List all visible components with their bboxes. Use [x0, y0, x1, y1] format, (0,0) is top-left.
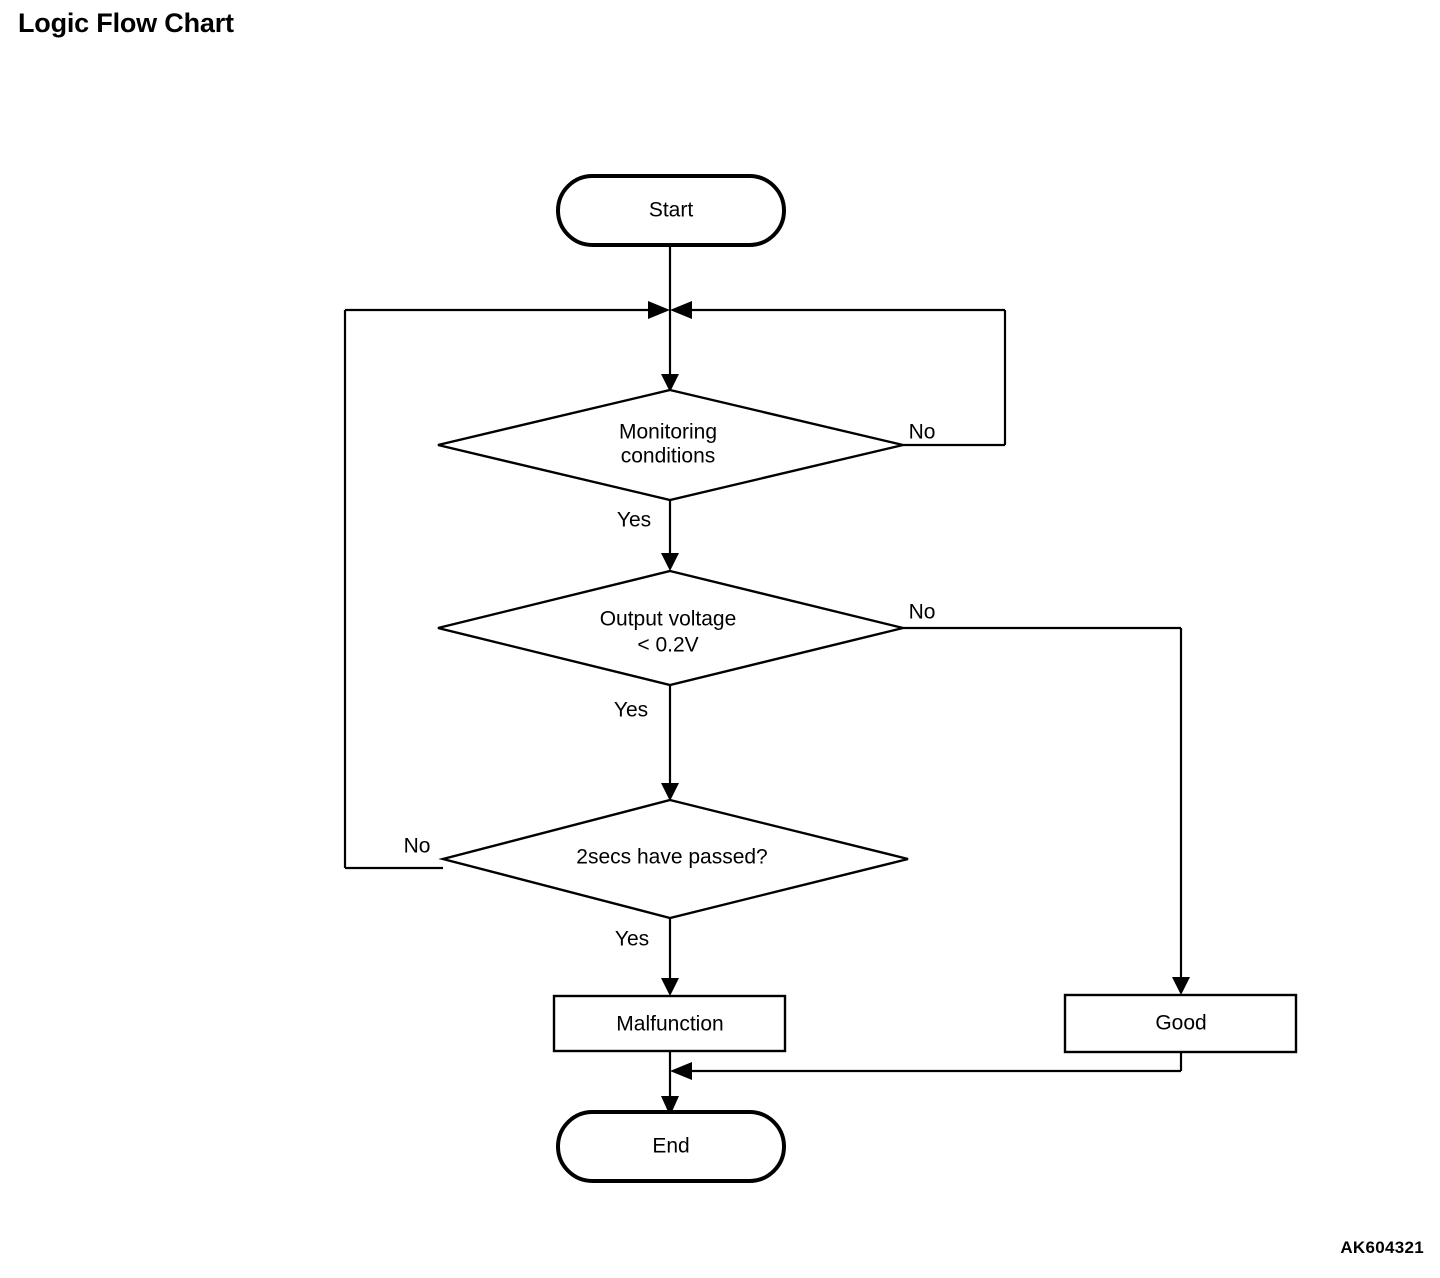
node-output-voltage[interactable]: [437, 569, 904, 687]
node-good[interactable]: [1063, 993, 1298, 1054]
arrowhead-right-loop-into-junction: [670, 301, 692, 319]
arrowhead-into-end: [661, 1096, 679, 1116]
arrowhead-into-timer: [661, 783, 679, 801]
edge-label-timer-yes: Yes: [615, 928, 649, 951]
node-voltage-label-line1: Output voltage: [600, 608, 737, 631]
node-malfunction-label: Malfunction: [616, 1013, 723, 1036]
node-timer-check[interactable]: [438, 798, 909, 920]
node-start[interactable]: [556, 174, 786, 247]
node-monitoring-label-line2: conditions: [621, 445, 716, 468]
edge-label-monitoring-yes: Yes: [617, 509, 651, 532]
edge-label-voltage-no: No: [909, 601, 936, 624]
node-end-label: End: [652, 1135, 689, 1158]
node-end[interactable]: [556, 1110, 786, 1183]
node-malfunction[interactable]: [552, 994, 787, 1053]
arrowhead-into-monitoring: [661, 374, 679, 392]
node-good-label: Good: [1155, 1012, 1206, 1035]
arrowhead-into-voltage: [661, 553, 679, 571]
arrowhead-good-merge: [670, 1062, 692, 1080]
node-start-label: Start: [649, 199, 694, 222]
arrowhead-into-malfunction: [661, 978, 679, 996]
node-monitoring-label-line1: Monitoring: [619, 421, 717, 444]
node-monitoring-conditions[interactable]: [437, 388, 904, 502]
edge-label-timer-no: No: [404, 835, 431, 858]
node-voltage-label-line2: < 0.2V: [637, 634, 698, 657]
figure-code: AK604321: [1340, 1238, 1424, 1257]
node-timer-label: 2secs have passed?: [576, 846, 767, 869]
page-title: Logic Flow Chart: [18, 8, 234, 38]
edge-label-voltage-yes: Yes: [614, 699, 648, 722]
edge-label-monitoring-no: No: [909, 421, 936, 444]
arrowhead-into-good: [1172, 977, 1190, 995]
arrowhead-left-loop-into-junction: [648, 301, 670, 319]
